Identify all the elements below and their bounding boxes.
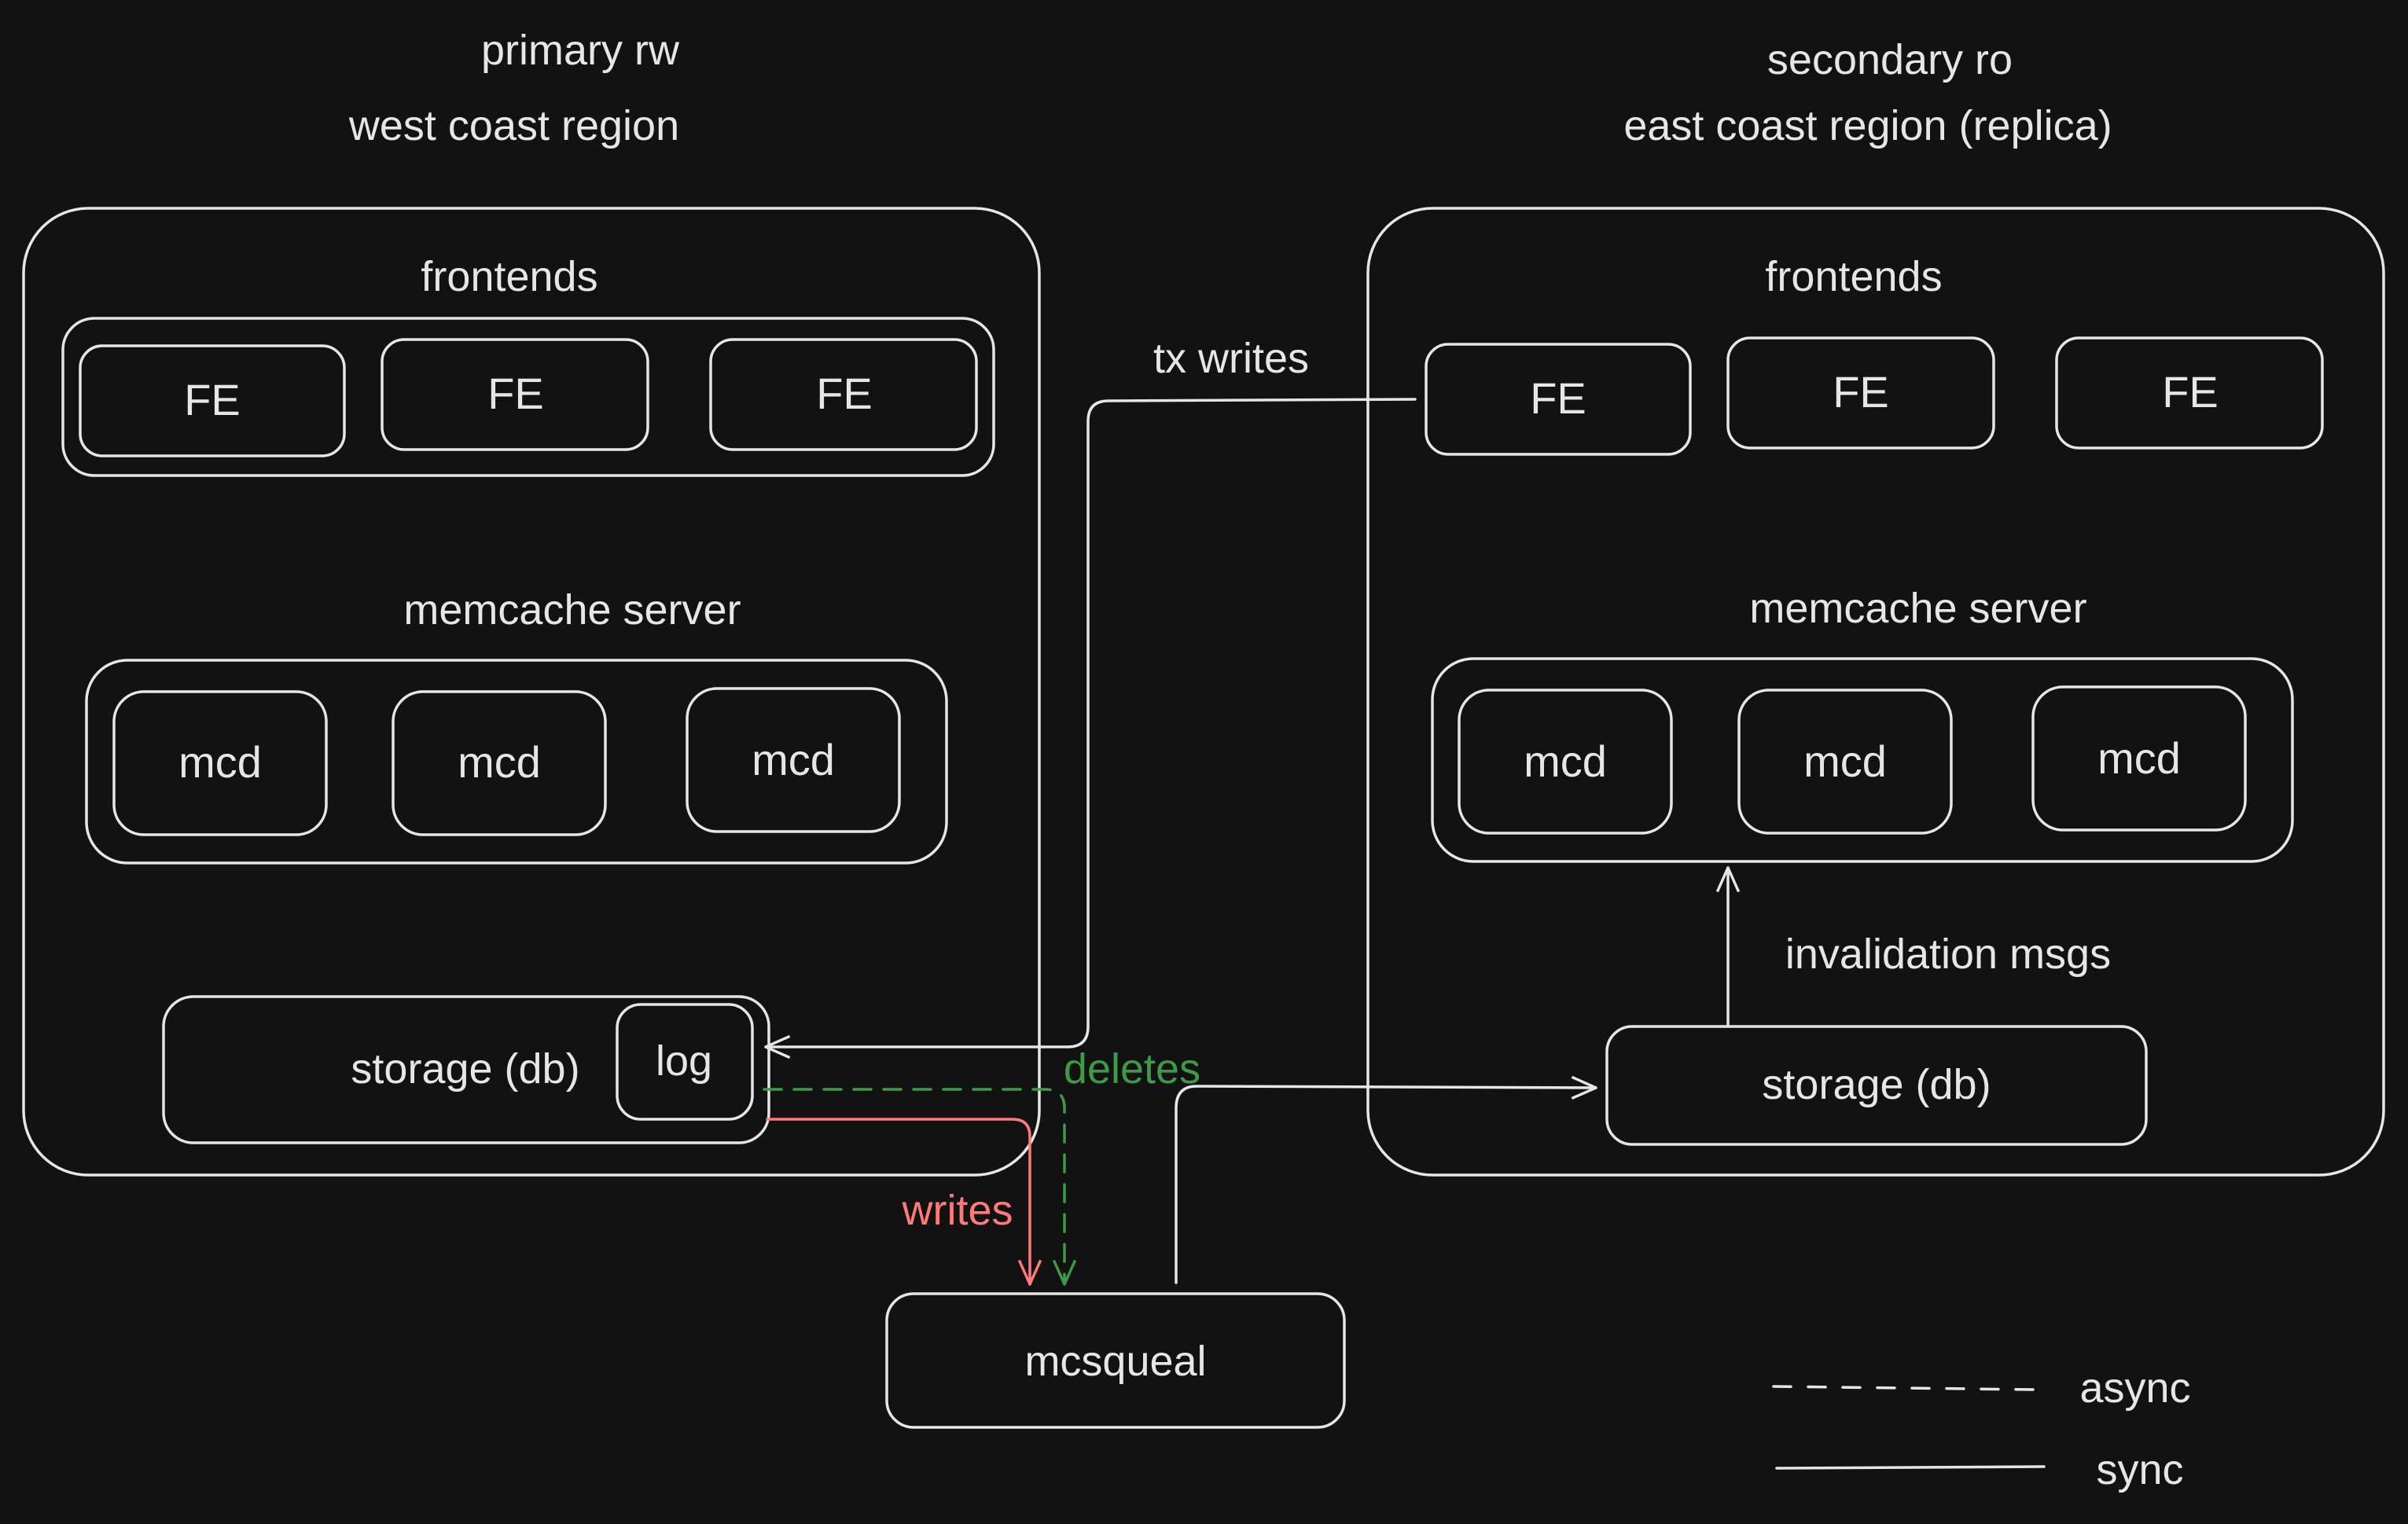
secondary-fe-3-label: FE [2162, 367, 2219, 417]
legend-sync-label: sync [2096, 1446, 2183, 1493]
primary-mcd-1-label: mcd [178, 737, 262, 787]
primary-storage-label: storage (db) [351, 1045, 579, 1093]
primary-memcache-label: memcache server [403, 586, 741, 633]
secondary-region-subtitle: east coast region (replica) [1623, 102, 2112, 149]
secondary-region-box [1366, 207, 2385, 1177]
primary-fe-1[interactable]: FE [79, 344, 346, 457]
secondary-mcd-2[interactable]: mcd [1737, 689, 1953, 835]
secondary-fe-1-label: FE [1530, 373, 1586, 423]
secondary-storage-db[interactable]: storage (db) [1605, 1025, 2148, 1146]
secondary-memcache-label: memcache server [1749, 585, 2086, 632]
primary-region-box [22, 207, 1041, 1177]
deletes-arrow [763, 1088, 1064, 1286]
secondary-fe-2[interactable]: FE [1726, 336, 1995, 450]
invalidation-label: invalidation msgs [1785, 931, 2111, 978]
secondary-fe-3[interactable]: FE [2055, 336, 2324, 450]
primary-frontends-group [61, 317, 995, 477]
secondary-mcd-3[interactable]: mcd [2031, 685, 2247, 832]
primary-fe-1-label: FE [184, 375, 241, 424]
primary-region-subtitle: west coast region [348, 102, 679, 149]
mcsqueal-box[interactable]: mcsqueal [885, 1292, 1346, 1429]
secondary-mcd-1-label: mcd [1524, 736, 1607, 786]
primary-mcd-1[interactable]: mcd [112, 690, 328, 836]
legend-async-line [1772, 1385, 2035, 1391]
primary-storage-db[interactable]: storage (db) [162, 995, 770, 1144]
secondary-mcd-1[interactable]: mcd [1458, 689, 1673, 835]
secondary-region-title: secondary ro [1767, 36, 2013, 83]
secondary-frontends-label: frontends [1765, 253, 1942, 300]
primary-fe-2[interactable]: FE [381, 338, 649, 451]
secondary-mcd-3-label: mcd [2097, 733, 2181, 783]
primary-frontends-label: frontends [421, 253, 597, 300]
secondary-storage-label: storage (db) [1762, 1061, 1991, 1108]
primary-mcd-3-label: mcd [752, 735, 835, 784]
primary-fe-3[interactable]: FE [709, 338, 978, 451]
primary-mcd-2-label: mcd [458, 737, 541, 787]
mcsqueal-to-replica-arrow [1175, 1086, 1596, 1284]
writes-label: writes [901, 1187, 1013, 1234]
primary-mcd-2[interactable]: mcd [392, 690, 607, 836]
primary-fe-2-label: FE [487, 369, 544, 418]
tx-writes-arrow [764, 398, 1417, 1047]
primary-region-title: primary rw [481, 27, 680, 74]
primary-log[interactable]: log [616, 1003, 754, 1121]
tx-writes-label: tx writes [1153, 335, 1309, 382]
secondary-mcd-2-label: mcd [1803, 736, 1887, 786]
writes-arrow [766, 1118, 1030, 1286]
secondary-fe-1[interactable]: FE [1425, 343, 1692, 456]
primary-log-label: log [656, 1037, 712, 1085]
deletes-label: deletes [1064, 1045, 1200, 1093]
primary-mcd-3[interactable]: mcd [686, 687, 901, 833]
legend-async-label: async [2079, 1364, 2190, 1412]
legend-sync-line [1775, 1465, 2046, 1470]
primary-fe-3-label: FE [816, 369, 873, 418]
secondary-fe-2-label: FE [1833, 367, 1889, 417]
legend: async sync [1772, 1364, 2191, 1493]
primary-memcache-group [85, 659, 948, 865]
secondary-memcache-group [1431, 657, 2294, 863]
mcsqueal-label: mcsqueal [1024, 1338, 1206, 1385]
